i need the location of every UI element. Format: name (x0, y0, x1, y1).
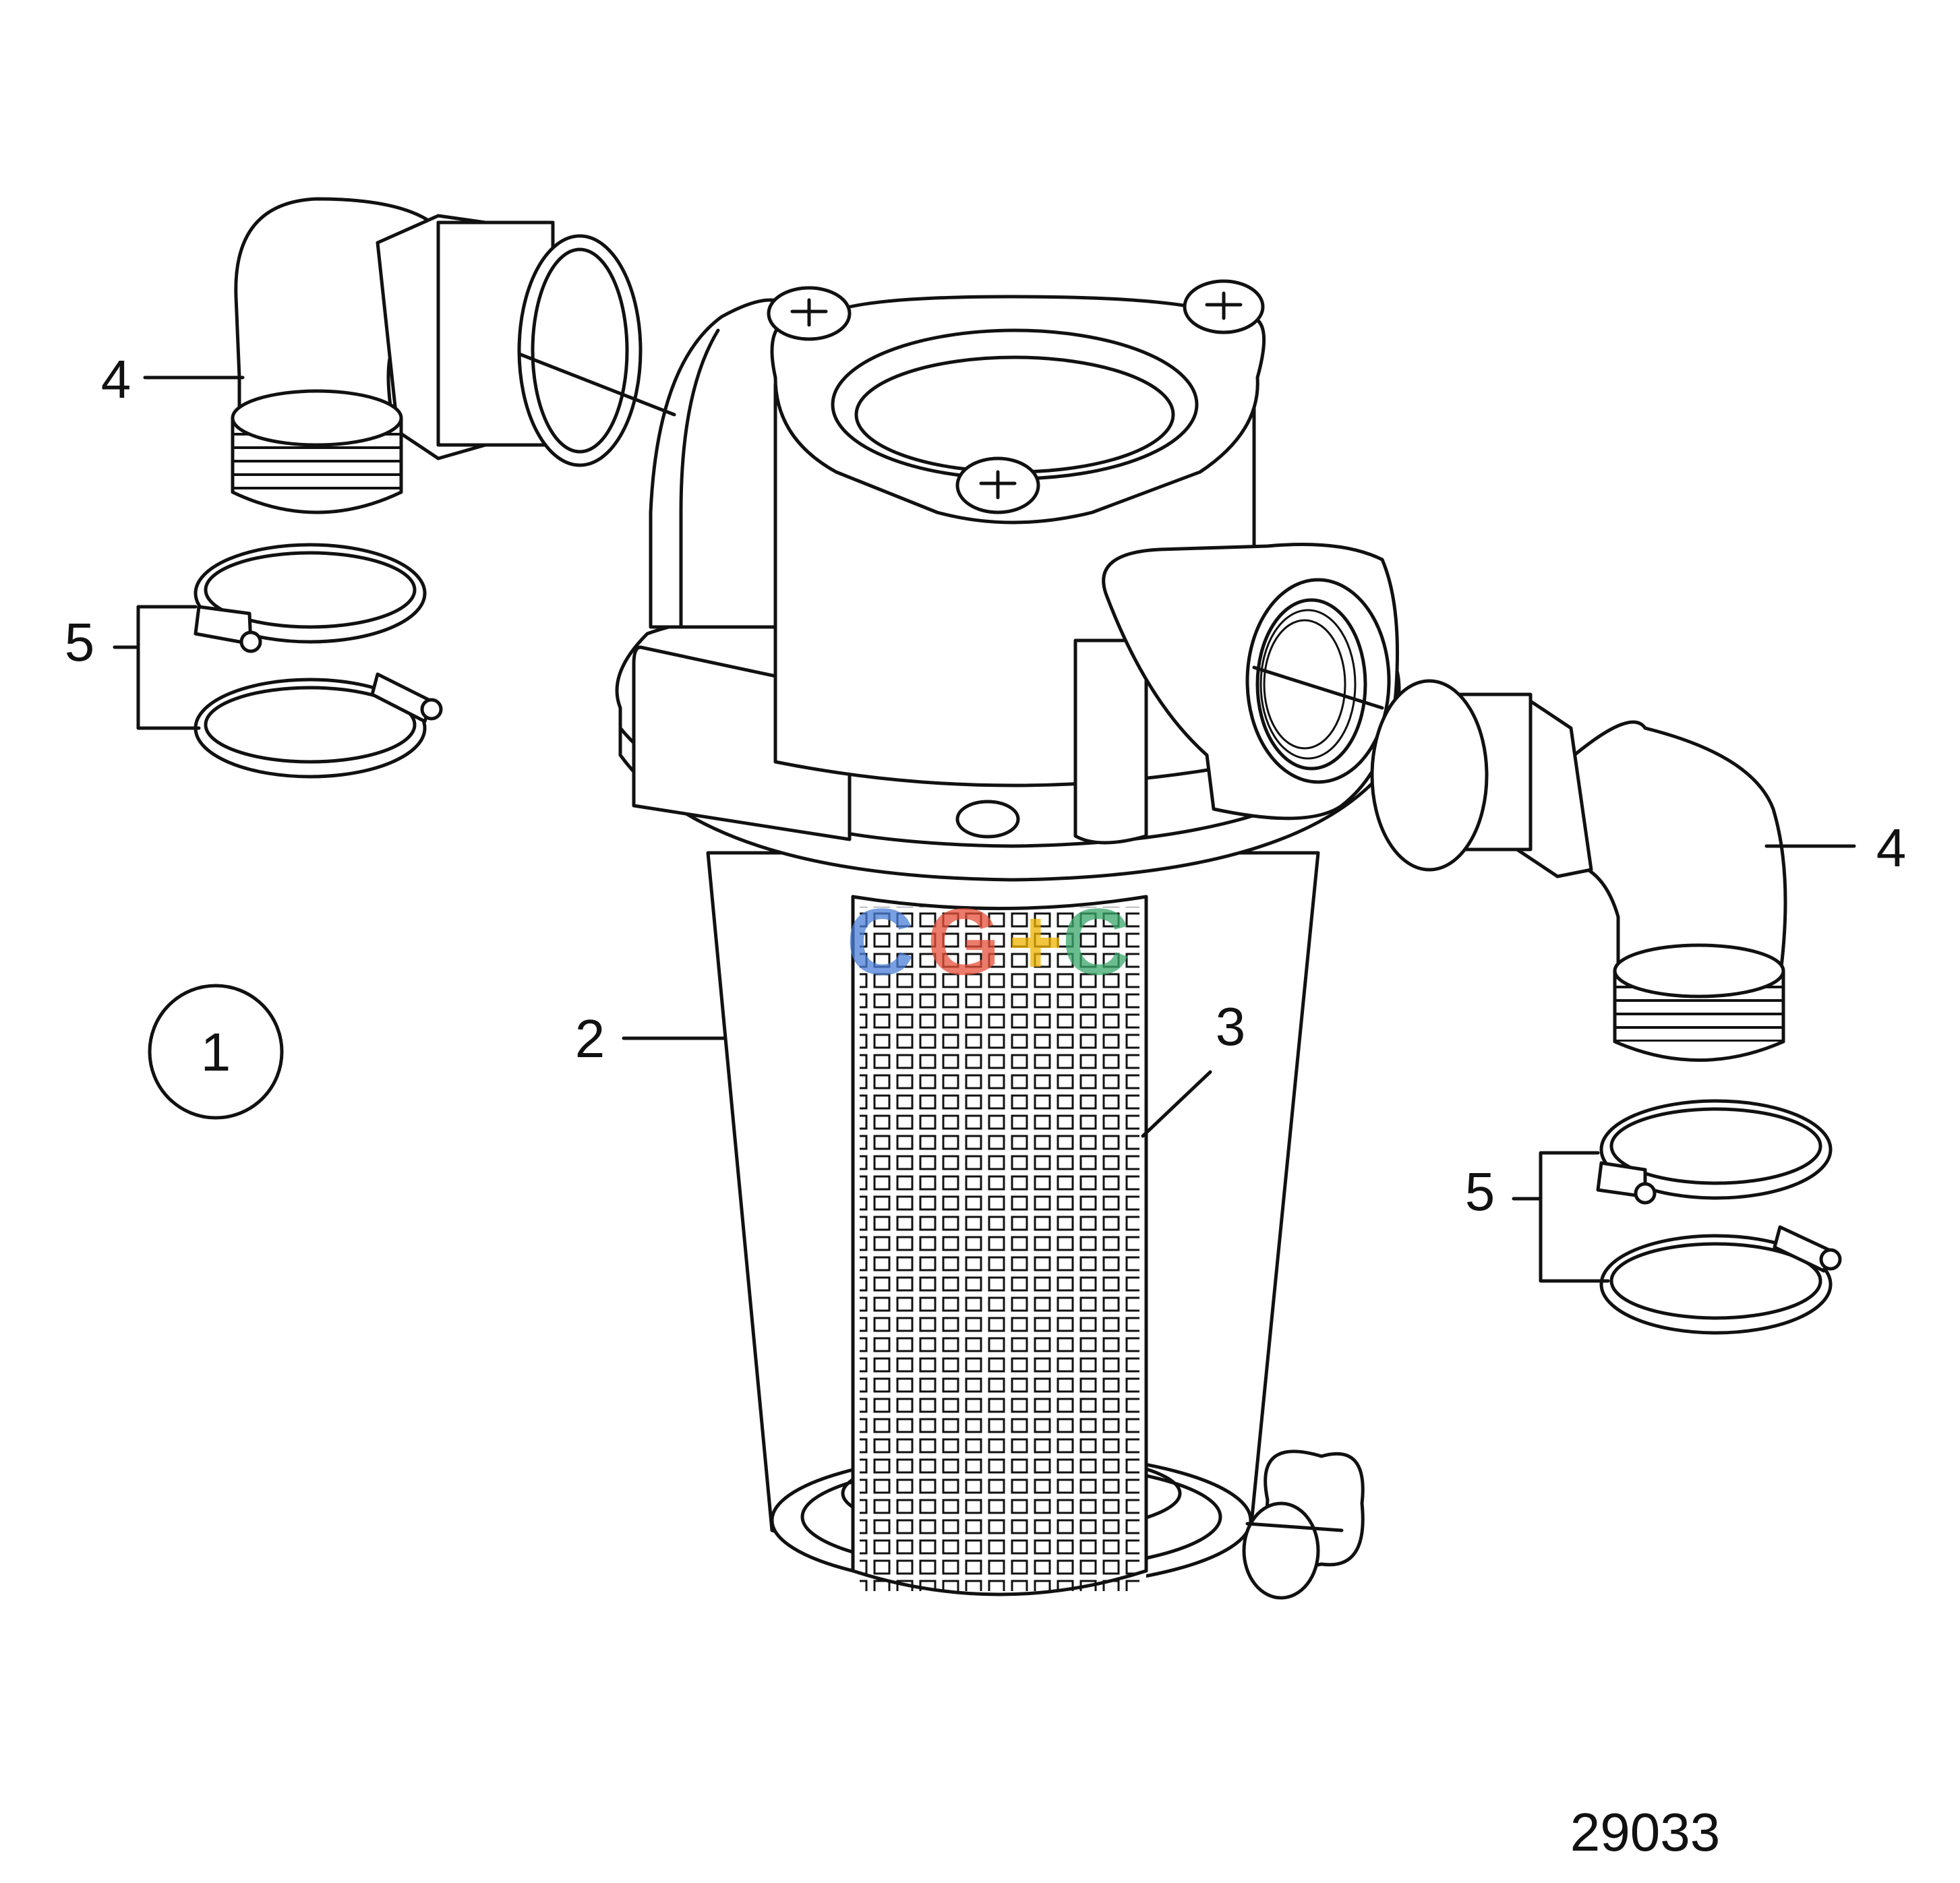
hose-elbow-left (231, 197, 643, 514)
callout-2-label: 2 (575, 1009, 605, 1069)
strainer-head (615, 279, 1401, 882)
watermark-letter-3: + (1008, 889, 1063, 994)
watermark-letter-4: C (1062, 889, 1130, 994)
callout-5-right-label: 5 (1465, 1162, 1495, 1222)
cover-screw-front (955, 456, 1040, 514)
watermark: C G + C (846, 889, 1130, 994)
filter-screen (851, 895, 1148, 1598)
callout-4-right-label: 4 (1876, 818, 1907, 878)
figure-number: 29033 (1570, 1802, 1720, 1862)
callout-4-left-label: 4 (101, 349, 131, 409)
watermark-letter-2: G (927, 889, 1001, 994)
cover-screw-left (767, 286, 852, 341)
drain-wing-nut (1242, 1449, 1365, 1600)
callout-3-label: 3 (1216, 996, 1246, 1056)
hose-clamps-right (1596, 1099, 1842, 1335)
callout-5-left-label: 5 (65, 612, 95, 672)
callout-1: 1 (148, 984, 284, 1120)
hose-elbow-right (1370, 679, 1787, 1062)
callout-1-label: 1 (201, 1022, 231, 1082)
cover-screw-right (1183, 279, 1265, 334)
hose-clamps-left (194, 543, 443, 779)
leader-lines (113, 352, 1856, 1283)
watermark-letter-1: C (846, 889, 914, 994)
